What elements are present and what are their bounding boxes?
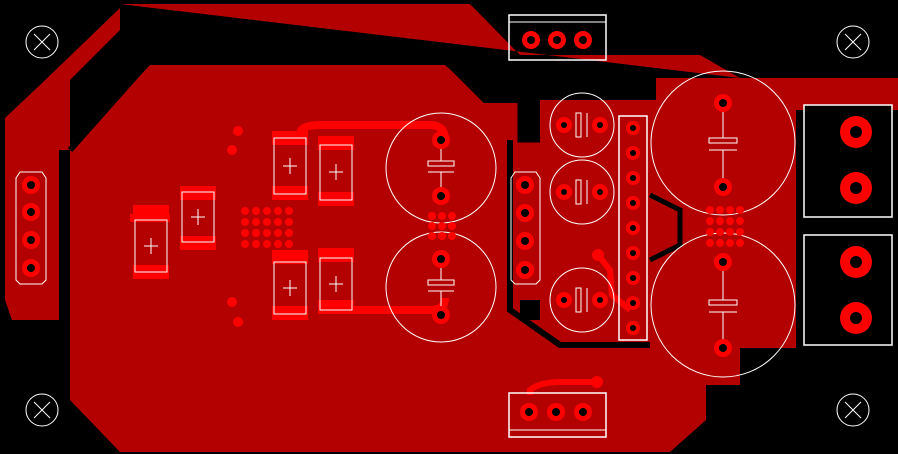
copper-pour-cap-area (656, 78, 796, 348)
three-pin-header-top (508, 14, 607, 61)
trace-lower-header (527, 379, 597, 395)
mounting-hole (25, 25, 59, 59)
smd-capacitor (180, 186, 216, 250)
smd-capacitor (133, 205, 169, 279)
electrolytic-capacitor (650, 232, 796, 378)
small-capacitor (549, 267, 615, 333)
small-capacitor (549, 159, 615, 225)
four-pin-header-middle (510, 171, 541, 285)
electrolytic-capacitor (385, 231, 497, 343)
via-array (241, 207, 293, 248)
smd-capacitor (318, 248, 354, 314)
smd-capacitor (318, 136, 354, 206)
isolation-gap-mid (517, 100, 540, 143)
copper-pour-mid (540, 100, 660, 345)
isolation-gap-top (67, 57, 520, 152)
small-capacitor (549, 92, 615, 158)
trace-sip (595, 253, 632, 313)
mounting-hole (25, 393, 59, 427)
mounting-hole (836, 393, 870, 427)
screw-terminal-top (803, 104, 893, 218)
via (227, 126, 604, 388)
screw-terminal-bottom (803, 234, 893, 346)
via-array (706, 206, 744, 247)
isolation-gap-link (648, 192, 683, 263)
four-pin-header-left (15, 170, 47, 285)
isolation-gap-right (507, 140, 650, 348)
mounting-hole (836, 25, 870, 59)
via-array (428, 212, 456, 240)
smd-capacitor (272, 250, 308, 320)
sip-header (618, 115, 648, 341)
smd-capacitor (272, 131, 308, 200)
electrolytic-capacitor (650, 70, 796, 216)
three-pin-header-bottom (508, 392, 607, 438)
